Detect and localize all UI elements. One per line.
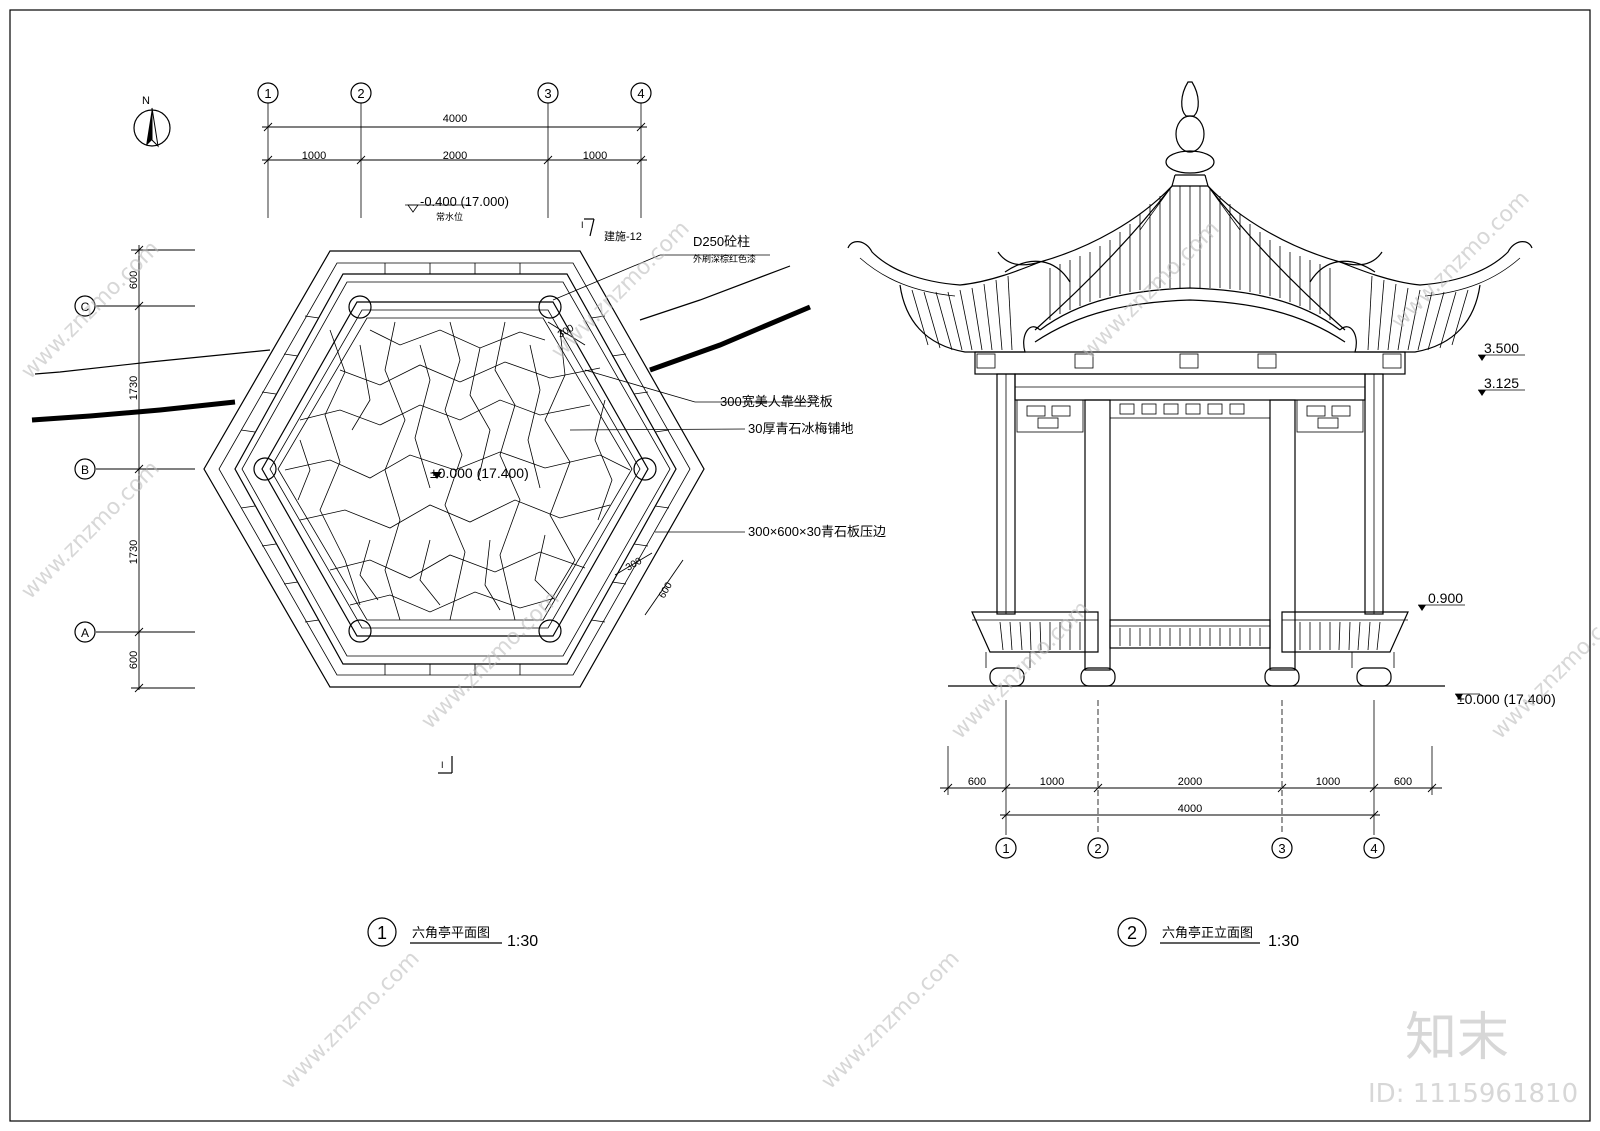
elev-grid-2: 2 — [1094, 841, 1101, 856]
section-mark-top: I 建施-12 — [581, 218, 642, 243]
elev-grid-3: 3 — [1278, 841, 1285, 856]
water-level-label: 常水位 — [436, 211, 463, 222]
edge-stone-joints — [240, 263, 670, 675]
roof-finial — [1165, 81, 1215, 187]
bank-lines — [31, 265, 811, 423]
note-column-2: 外刷深棕红色漆 — [693, 253, 756, 264]
plan-row-b: B — [81, 463, 89, 477]
level-0900: 0.900 — [1428, 590, 1463, 606]
plan-grid-2: 2 — [357, 86, 364, 101]
water-level-value: -0.400 (17.000) — [420, 194, 509, 209]
sheet-border — [9, 9, 1591, 1122]
plan-row-c: C — [81, 300, 90, 314]
elevation-grid-bubbles: 1 2 3 4 — [995, 837, 1385, 859]
north-label: N — [142, 95, 150, 107]
plan-left-dim-3: 1730 — [128, 540, 140, 564]
plan-dim-3: 1000 — [583, 150, 607, 162]
elev-scale: 1:30 — [1268, 933, 1299, 950]
elev-title-number: 2 — [1127, 923, 1137, 943]
plan-dim-1: 1000 — [302, 150, 326, 162]
plan-left-dim-2: 1730 — [128, 376, 140, 400]
plan-row-a: A — [81, 626, 89, 640]
plan-notes: D250砼柱 外刷深棕红色漆 300宽美人靠坐凳板 30厚青石冰梅铺地 300×… — [430, 234, 886, 616]
plan-grid-3: 3 — [544, 86, 551, 101]
dim-600: 600 — [657, 580, 675, 600]
elev-dim-3: 2000 — [1178, 776, 1202, 788]
side-eave-tiles — [911, 275, 1469, 351]
watermark-site-8: www.znzmo.com — [817, 946, 965, 1094]
plan-title-block: 1 六角亭平面图 1:30 — [367, 917, 538, 950]
watermark-site-5: www.znzmo.com — [277, 946, 425, 1094]
roof-rafters-center — [1049, 186, 1331, 320]
plan-grid-4: 4 — [637, 86, 644, 101]
ice-plum-paving — [284, 321, 631, 621]
plan-total-dim: 4000 — [443, 113, 467, 125]
elev-dim-1: 600 — [968, 776, 986, 788]
elev-grid-1: 1 — [1002, 841, 1009, 856]
plan-view: N 1 2 3 4 — [31, 82, 886, 950]
elev-grid-4: 4 — [1370, 841, 1377, 856]
elev-dim-5: 600 — [1394, 776, 1412, 788]
watermarks: www.znzmo.com www.znzmo.com www.znzmo.co… — [17, 186, 1600, 1109]
watermark-site-10: www.znzmo.com — [1487, 596, 1600, 744]
elevation-view: 3.500 3.125 0.900 ±0.000 (17.400) — [847, 81, 1556, 950]
water-level-mark: -0.400 (17.000) 常水位 — [405, 194, 509, 222]
watermark-site-6: www.znzmo.com — [1077, 216, 1225, 364]
section-mark-bottom: I — [438, 756, 453, 774]
north-arrow-icon: N — [133, 95, 171, 148]
elev-title: 六角亭正立面图 — [1162, 925, 1253, 940]
plan-top-dimensions: 4000 1000 2000 1000 — [262, 113, 647, 165]
plan-left-dim-4: 600 — [128, 651, 140, 669]
level-3125: 3.125 — [1484, 375, 1519, 391]
note-column-1: D250砼柱 — [693, 234, 750, 249]
plan-columns — [253, 295, 657, 643]
level-ground: ±0.000 (17.400) — [1457, 691, 1556, 707]
watermark-site-9: www.znzmo.com — [1387, 186, 1535, 334]
note-edge: 300×600×30青石板压边 — [748, 524, 886, 539]
watermark-brand: 知末 — [1405, 1008, 1509, 1068]
plan-title-number: 1 — [377, 923, 387, 943]
elev-total-dim: 4000 — [1178, 803, 1202, 815]
section-mark-top-label: I — [581, 220, 584, 230]
dim-300-b: 300 — [624, 556, 644, 574]
plan-title: 六角亭平面图 — [412, 925, 490, 940]
note-bench: 300宽美人靠坐凳板 — [720, 394, 833, 409]
bench-balusters — [999, 621, 1381, 651]
watermark-site-1: www.znzmo.com — [17, 236, 165, 384]
pavilion-plan-hexagon — [203, 250, 705, 688]
elevation-bench — [971, 611, 1409, 653]
watermark-id: ID: 1115961810 — [1368, 1079, 1578, 1109]
plan-grid-1: 1 — [264, 86, 271, 101]
section-ref: 建施-12 — [604, 229, 642, 243]
upper-roof — [997, 185, 1383, 343]
lattice-frieze — [1016, 399, 1364, 433]
elev-dim-4: 1000 — [1316, 776, 1340, 788]
column-bases — [985, 652, 1395, 687]
elev-dim-2: 1000 — [1040, 776, 1064, 788]
plan-left-dim-1: 600 — [128, 271, 140, 289]
plan-scale: 1:30 — [507, 933, 538, 950]
level-3500: 3.500 — [1484, 340, 1519, 356]
plan-dim-2: 2000 — [443, 150, 467, 162]
elevation-columns — [996, 373, 1384, 671]
elevation-bottom-dimensions: 600 1000 2000 1000 600 4000 — [940, 700, 1442, 835]
note-paving: 30厚青石冰梅铺地 — [748, 421, 853, 436]
watermark-site-7: www.znzmo.com — [947, 596, 1095, 744]
elevation-title-block: 2 六角亭正立面图 1:30 — [1117, 917, 1299, 950]
elevation-beams — [974, 351, 1406, 401]
plan-floor-level: ±0.000 (17.400) — [430, 465, 529, 481]
elevation-levels: 3.500 3.125 0.900 ±0.000 (17.400) — [1418, 340, 1556, 707]
watermark-site-2: www.znzmo.com — [17, 456, 165, 604]
side-eaves — [847, 241, 1533, 353]
section-mark-bottom-label: I — [441, 760, 444, 770]
plan-left-dimensions: 600 1730 1730 600 C B A — [74, 245, 195, 693]
